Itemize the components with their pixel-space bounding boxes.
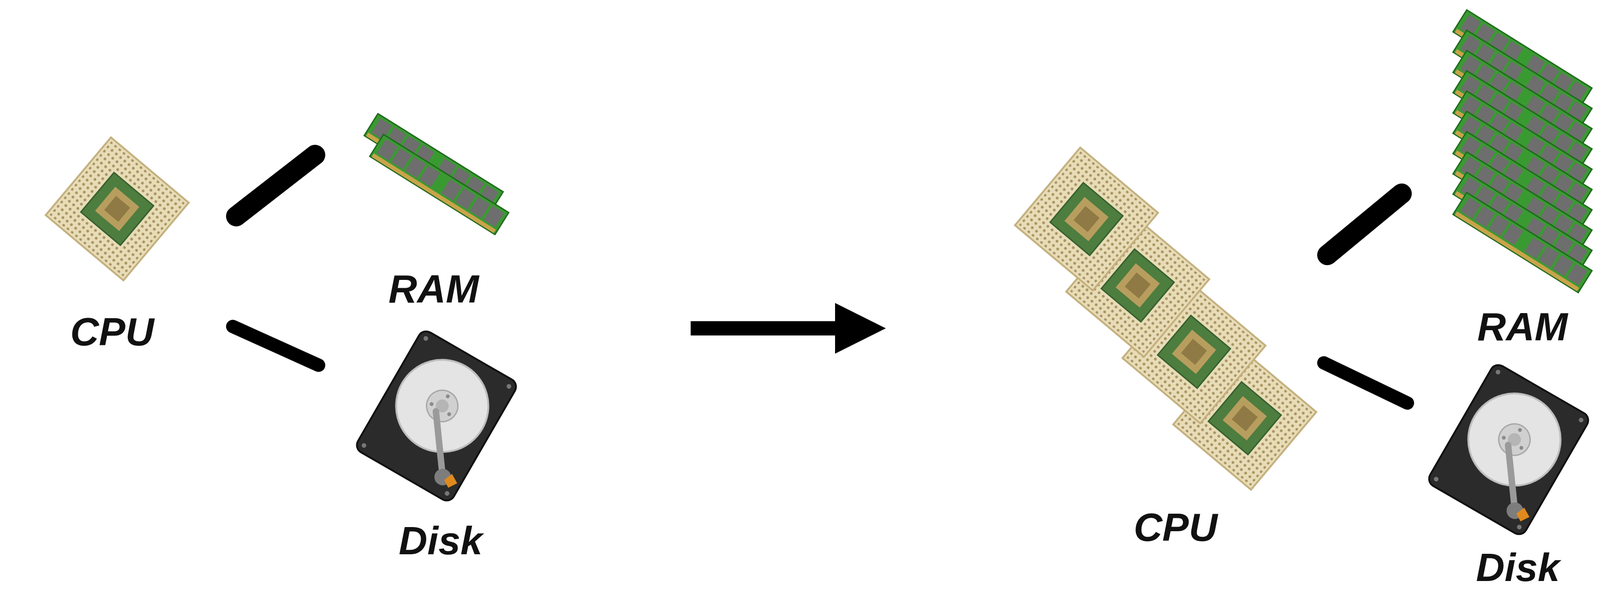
ram-node: RAM [1411,9,1598,351]
component-label: RAM [322,268,545,309]
component-label: RAM [1429,306,1600,347]
hard-disk [353,328,520,504]
component-label: CPU [1031,507,1320,548]
bus-connector [232,326,319,366]
bus-connector [236,155,316,217]
disk-node: Disk [1414,357,1598,591]
disk-node: Disk [325,322,547,570]
component-label: Disk [329,520,552,561]
transition-arrow [690,303,886,354]
ram-node: RAM [325,101,547,319]
component-label: Disk [1426,547,1600,588]
bus-connector [1327,193,1402,256]
cpu-node: CPU [9,138,227,360]
hard-disk [1426,362,1592,538]
cpu-chip [1014,147,1159,291]
component-label: CPU [3,311,221,352]
ram-stick [1452,192,1592,293]
cpu-chip [45,137,189,281]
ram-stick [369,134,509,235]
cpu-node: CPU [1028,152,1318,554]
bus-connector [1324,363,1408,404]
